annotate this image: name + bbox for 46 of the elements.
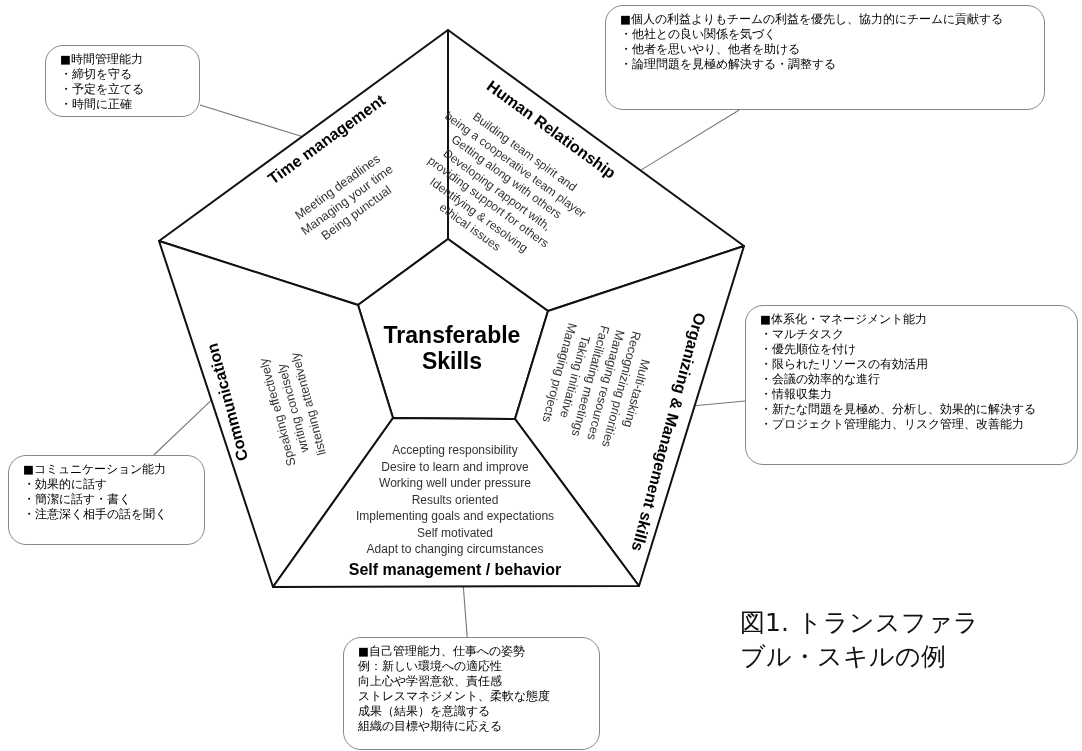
callout-line: 組織の目標や期待に応える: [358, 719, 502, 734]
callout-box: [343, 637, 600, 750]
callout-line: ・締切を守る: [60, 67, 132, 82]
callout-line: ・効果的に話す: [23, 477, 107, 492]
segment-title: Transferable Skills: [382, 321, 522, 375]
callout-box: [45, 45, 200, 117]
leader-line: [153, 399, 212, 456]
callout-line: ・プロジェクト管理能力、リスク管理、改善能力: [760, 417, 1024, 432]
callout-line: ・注意深く相手の話を聞く: [23, 507, 167, 522]
skill-item: Implementing goals and expectations: [355, 508, 555, 525]
skill-item: Desire to learn and improve: [381, 458, 529, 476]
callout-line: ・マルチタスク: [760, 327, 844, 342]
callout-line: ・時間に正確: [60, 97, 132, 112]
leader-line: [462, 585, 468, 638]
callout-line: 例：新しい環境への適応性: [358, 659, 502, 674]
callout-line: ■時間管理能力: [60, 52, 143, 67]
leader-line: [199, 104, 303, 138]
leader-line: [694, 400, 746, 407]
callout-line: ・会議の効率的な進行: [760, 372, 880, 387]
figure-caption: 図1. トランスファラブル・スキルの例: [740, 607, 980, 673]
callout-line: ■個人の利益よりもチームの利益を優先し、協力的にチームに貢献する: [620, 12, 1003, 27]
callout-line: ・他者を思いやり、他者を助ける: [620, 42, 800, 57]
skill-item: Accepting responsibility: [392, 442, 518, 459]
callout-box: [745, 305, 1078, 465]
callout-line: ・優先順位を付け: [760, 342, 856, 357]
callout-line: ストレスマネジメント、柔軟な態度: [358, 689, 550, 704]
callout-line: ■体系化・マネージメント能力: [760, 312, 927, 327]
callout-line: 向上心や学習意欲、責任感: [358, 674, 502, 689]
callout-box: [605, 5, 1045, 110]
callout-line: 成果（結果）を意識する: [358, 704, 490, 719]
leader-line: [639, 109, 740, 171]
callout-line: ■コミュニケーション能力: [23, 462, 166, 477]
callout-line: ・簡潔に話す・書く: [23, 492, 131, 507]
skill-item: Adapt to changing circumstances: [366, 541, 544, 558]
callout-line: ・論理問題を見極め解決する・調整する: [620, 57, 836, 72]
callout-line: ・予定を立てる: [60, 82, 144, 97]
callout-line: ・情報収集力: [760, 387, 832, 402]
segment-title: Self management / behavior: [348, 560, 562, 580]
skill-item: Working well under pressure: [379, 475, 531, 492]
callout-box: [8, 455, 205, 545]
skill-item: Self motivated: [416, 524, 493, 542]
callout-line: ■自己管理能力、仕事への姿勢: [358, 644, 525, 659]
callout-line: ・新たな問題を見極め、分析し、効果的に解決する: [760, 402, 1036, 417]
callout-line: ・他社との良い関係を気づく: [620, 27, 776, 42]
skill-item: Results oriented: [411, 491, 499, 509]
callout-line: ・限られたリソースの有効活用: [760, 357, 928, 372]
